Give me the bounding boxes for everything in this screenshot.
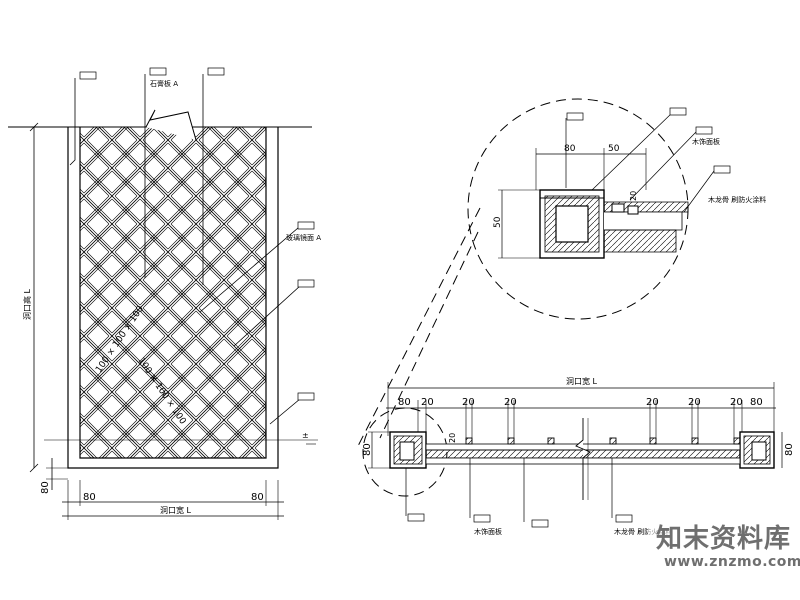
- label-right-hatch: 玻璃镜面 A: [286, 233, 321, 242]
- tag-box: [297, 392, 315, 401]
- plan-dim-20: 20: [688, 397, 701, 408]
- tag-box: [713, 165, 731, 174]
- width-dim-label: 洞口宽 L: [160, 505, 192, 515]
- tag-box: [695, 126, 713, 135]
- left-elevation: 石膏板 A 玻璃镜面 A 100 × 100 × 100 100 × 100 ×…: [8, 67, 321, 520]
- tag-box: [669, 107, 687, 116]
- dim-bottom-left: 80: [40, 481, 51, 494]
- detail-dim-side: 50: [493, 216, 503, 228]
- plan-label-2: 木龙骨 刷防火涂料: [614, 527, 672, 536]
- plan-dim-20: 20: [504, 397, 517, 408]
- tag-box: [297, 279, 315, 288]
- plan-dim-80-l: 80: [398, 397, 411, 408]
- tag-box: [407, 513, 425, 522]
- plan-dim-80-r: 80: [750, 397, 763, 408]
- plan-title-dim: 洞口宽 L: [566, 376, 598, 386]
- watermark: 知末资料库 www.znzmo.com: [648, 512, 800, 582]
- tag-box: [566, 112, 584, 121]
- dim-bottom-80-left: 80: [83, 492, 96, 503]
- height-dim-label: 洞口高 L: [22, 288, 32, 320]
- diamond-hatch-fill: [80, 127, 266, 458]
- plan-dim-side-right: 80: [784, 443, 795, 456]
- detail-label-1: 木饰面板: [692, 137, 720, 146]
- dim-bottom-80-right: 80: [251, 492, 264, 503]
- plan-dim-20: 20: [730, 397, 743, 408]
- plan-dim-20: 20: [646, 397, 659, 408]
- detail-label-2: 木龙骨 刷防火涂料: [708, 195, 766, 204]
- label-top: 石膏板 A: [150, 79, 178, 88]
- tag-box: [531, 519, 549, 528]
- plan-dim-20: 20: [462, 397, 475, 408]
- tag-box: [473, 514, 491, 523]
- watermark-text: 知末资料库: [656, 524, 792, 554]
- plan-dim-20: 20: [421, 397, 434, 408]
- tag-box: [297, 221, 315, 230]
- plan-label-1: 木饰面板: [474, 527, 502, 536]
- detail-dim-80: 80: [564, 144, 576, 154]
- tag-box: [149, 67, 167, 76]
- plan-dim-side-left: 80: [362, 443, 373, 456]
- plan-section: 洞口宽 L 80 20 20 20 20 20 20 80: [362, 376, 795, 536]
- watermark-url: www.znzmo.com: [664, 554, 800, 570]
- detail-circle: 80 50 50 20 木饰面板 木龙骨 刷防火涂料: [357, 98, 766, 447]
- detail-dim-50: 50: [608, 144, 620, 154]
- tag-box: [207, 67, 225, 76]
- tag-box: [615, 514, 633, 523]
- tag-box: [79, 71, 97, 80]
- plan-dim-20-small: 20: [448, 433, 457, 443]
- level-mark: ±: [302, 431, 309, 440]
